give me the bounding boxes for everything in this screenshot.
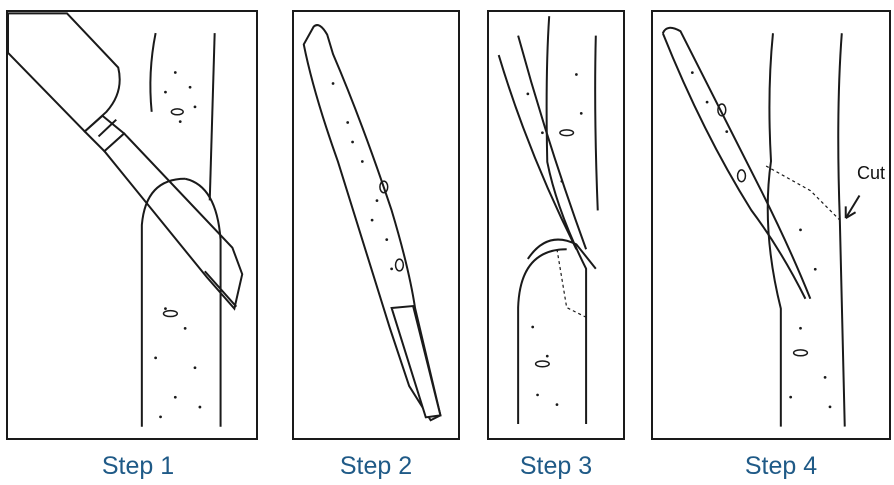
cut-annotation: Cut	[857, 163, 885, 184]
step-3-caption: Step 3	[496, 452, 616, 481]
step-3-illustration	[489, 12, 623, 438]
step-4-caption: Step 4	[721, 452, 841, 481]
step-3-panel	[487, 10, 625, 440]
step-4-panel	[651, 10, 891, 440]
step-1-illustration	[8, 12, 256, 438]
step-2-illustration	[294, 12, 458, 438]
step-1-caption: Step 1	[78, 452, 198, 481]
step-2-panel	[292, 10, 460, 440]
step-2-caption: Step 2	[316, 452, 436, 481]
step-4-illustration	[653, 12, 889, 438]
step-1-panel	[6, 10, 258, 440]
